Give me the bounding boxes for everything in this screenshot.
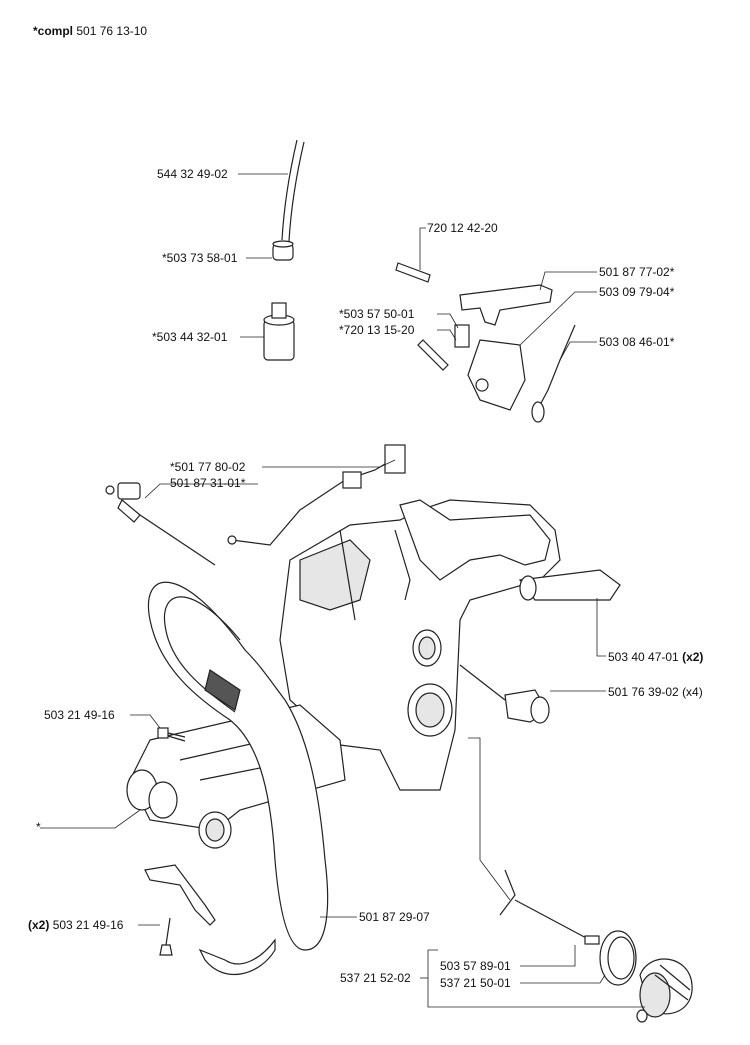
bushing-part [459,664,606,724]
fuel-cap-part [636,958,693,1023]
lockout-spring-part [531,324,597,423]
tank-housing-part [279,499,561,791]
label-fuel-hose: 544 32 49-02 [157,167,228,181]
spring-part [437,313,470,348]
label-cap-assembly: 537 21 52-02 [340,971,411,985]
cap-assembly-bracket [420,945,645,1008]
choke-rod-part [105,482,258,566]
label-spring: *503 57 50-01 [339,307,415,321]
label-damper-qty: (x2) [682,650,704,664]
label-cap-part-b: 537 21 50-01 [440,976,511,990]
label-screw-lower-qty: (x2) [28,918,50,932]
assembly-header-number: 501 76 13-10 [76,24,148,38]
label-handle: 501 87 29-07 [359,910,430,924]
pin-lower-part [417,339,449,371]
label-pin-upper: 720 12 42-20 [427,221,498,235]
screw-lower-part [138,917,173,956]
label-screw-lower: (x2) 503 21 49-16 [28,918,123,932]
label-grommet: *503 73 58-01 [162,251,238,265]
assembly-header-star: *compl [33,24,74,38]
lower-bracket-part [144,864,216,926]
cap-tether-part [468,737,600,945]
throttle-trigger-part [459,271,597,326]
throttle-rod-part [227,444,406,546]
screw-upper-part [130,714,186,742]
label-choke-rod: 501 87 31-01* [170,476,246,490]
label-fuel-filter: *503 44 32-01 [152,330,228,344]
label-throttle-rod: *501 77 80-02 [170,460,246,474]
damper-part [518,569,621,657]
label-lockout: 503 09 79-04* [599,285,675,299]
label-damper: 503 40 47-01 (x2) [608,650,703,664]
fuel-filter-part [240,302,295,361]
label-screw-lower-number: 503 21 49-16 [52,918,124,932]
label-lockout-spring: 503 08 46-01* [599,335,675,349]
label-bushing: 501 76 39-02 (x4) [608,685,703,699]
label-damper-number: 503 40 47-01 [608,650,679,664]
fuel-hose-part [238,139,305,242]
pin-upper-part [395,227,431,283]
fuel-cap-seal-part [599,930,637,986]
label-star: * [36,820,41,834]
assembly-header: *compl 501 76 13-10 [33,24,147,38]
front-handle-part [148,581,357,976]
lockout-part [467,291,597,411]
label-pin-lower: *720 13 15-20 [339,323,415,337]
grommet-part [246,240,294,261]
label-screw-upper: 503 21 49-16 [44,708,115,722]
label-cap-part-a: 503 57 89-01 [440,959,511,973]
label-throttle-trigger: 501 87 77-02* [599,265,675,279]
